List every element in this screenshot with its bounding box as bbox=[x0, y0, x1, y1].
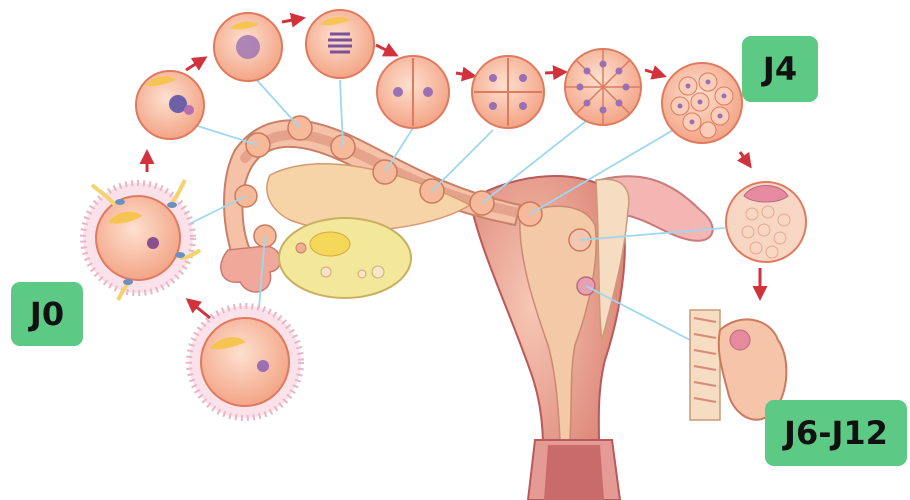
four-cell-stage bbox=[472, 56, 544, 128]
fertilization-cell bbox=[83, 180, 200, 300]
eight-cell-stage bbox=[565, 49, 641, 125]
zygote-prophase-cell bbox=[214, 13, 282, 81]
zygote-metaphase-cell bbox=[306, 10, 374, 78]
uterus-illustration bbox=[221, 116, 713, 500]
oocyte-corona-radiata bbox=[189, 306, 301, 418]
morula-stage bbox=[662, 63, 742, 143]
day-badge-j6-j12: J6-J12 bbox=[765, 400, 907, 466]
two-cell-stage bbox=[377, 56, 449, 128]
blastocyst-stage bbox=[726, 182, 806, 262]
zygote-pronuclei-cell bbox=[136, 71, 204, 139]
day-badge-j4: J4 bbox=[742, 36, 818, 102]
day-badge-j0: J0 bbox=[11, 282, 83, 346]
